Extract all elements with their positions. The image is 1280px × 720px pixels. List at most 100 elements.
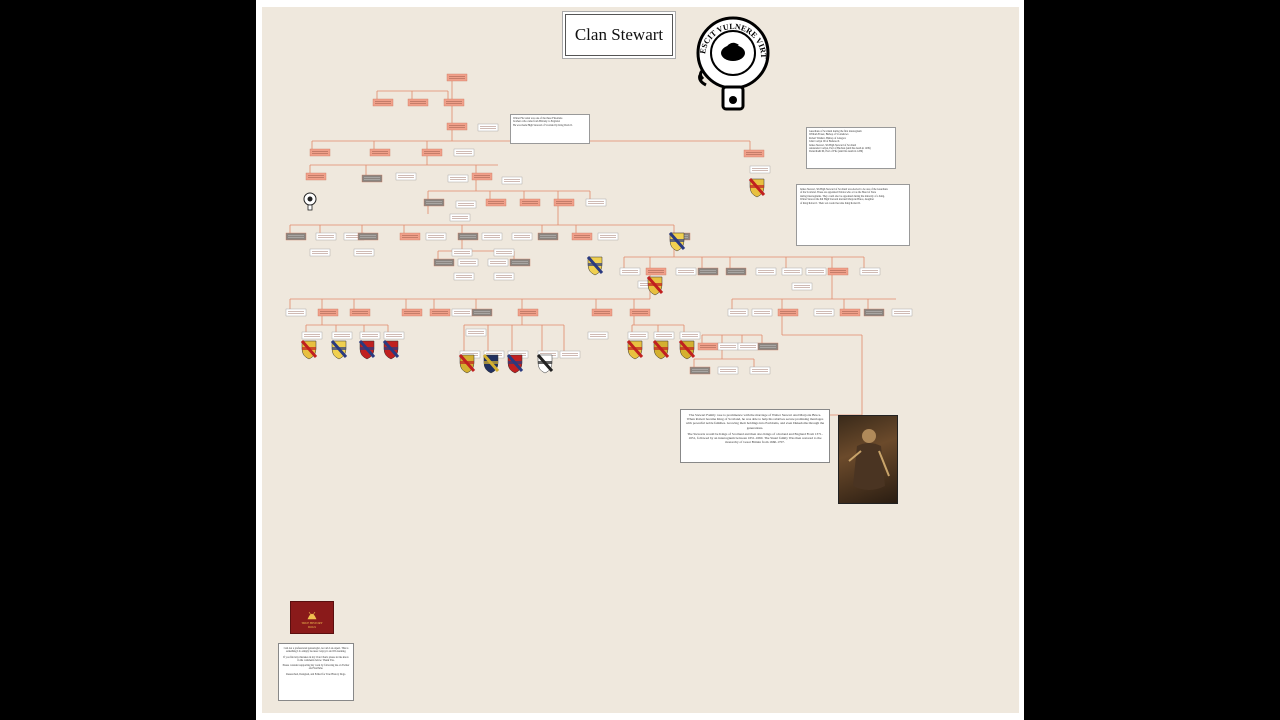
person-box[interactable] [697,267,719,276]
person-box[interactable] [689,366,711,375]
person-box[interactable] [457,258,479,267]
person-box[interactable] [457,232,479,241]
person-box[interactable] [301,331,323,340]
person-box[interactable] [477,123,499,132]
person-box-text-line [398,177,414,178]
person-box[interactable] [285,232,307,241]
person-box[interactable] [537,232,559,241]
person-box[interactable] [407,98,429,107]
person-box[interactable] [443,98,465,107]
person-box[interactable] [453,148,475,157]
person-box-text-line [504,181,520,182]
person-box[interactable] [597,232,619,241]
person-box[interactable] [553,198,575,207]
person-box[interactable] [309,148,331,157]
person-box[interactable] [859,267,881,276]
person-box[interactable] [891,308,913,317]
person-box[interactable] [781,267,803,276]
person-box[interactable] [587,331,609,340]
person-box[interactable] [315,232,337,241]
person-box-text-line [600,237,616,238]
person-box[interactable] [451,248,473,257]
person-box[interactable] [481,232,503,241]
person-box[interactable] [743,149,765,158]
person-box[interactable] [727,308,749,317]
person-box[interactable] [383,331,405,340]
james-note-line: during interregnums. They could also be … [800,194,885,198]
person-box[interactable] [465,328,487,337]
person-box[interactable] [755,267,777,276]
person-box[interactable] [305,172,327,181]
person-box[interactable] [777,308,799,317]
person-box-text-line [450,177,466,178]
person-box[interactable] [791,282,813,291]
person-box[interactable] [425,232,447,241]
person-box[interactable] [585,198,607,207]
person-box[interactable] [399,232,421,241]
person-box[interactable] [421,148,443,157]
person-box[interactable] [517,308,539,317]
person-box[interactable] [372,98,394,107]
person-box[interactable] [645,267,667,276]
person-box[interactable] [627,331,649,340]
person-box-text-line [720,369,736,370]
person-box[interactable] [519,198,541,207]
person-box[interactable] [737,342,759,351]
person-box[interactable] [423,198,445,207]
person-box[interactable] [619,267,641,276]
person-box[interactable] [717,342,739,351]
person-box[interactable] [863,308,885,317]
person-box[interactable] [559,350,581,359]
person-box[interactable] [629,308,651,317]
person-box[interactable] [805,267,827,276]
person-box[interactable] [447,174,469,183]
person-box[interactable] [717,366,739,375]
person-box[interactable] [493,272,515,281]
person-box[interactable] [361,174,383,183]
person-box[interactable] [827,267,849,276]
person-box[interactable] [285,308,307,317]
person-box[interactable] [697,342,719,351]
person-box[interactable] [449,213,471,222]
person-box[interactable] [359,331,381,340]
person-box[interactable] [309,248,331,257]
person-box[interactable] [401,308,423,317]
person-box[interactable] [331,331,353,340]
person-box[interactable] [751,308,773,317]
person-box[interactable] [839,308,861,317]
person-box[interactable] [353,248,375,257]
person-box[interactable] [433,258,455,267]
person-box[interactable] [813,308,835,317]
person-box[interactable] [571,232,593,241]
person-box[interactable] [487,258,509,267]
person-box[interactable] [485,198,507,207]
person-box[interactable] [455,200,477,209]
person-box[interactable] [679,331,701,340]
person-box[interactable] [749,165,771,174]
person-box-text-line [862,270,878,271]
person-box[interactable] [357,232,379,241]
credits-paragraph: Researched, Designed, and Edited for Tru… [286,672,346,676]
person-box[interactable] [653,331,675,340]
person-box[interactable] [451,308,473,317]
person-box[interactable] [493,248,515,257]
person-box[interactable] [453,272,475,281]
person-box[interactable] [317,308,339,317]
person-box[interactable] [446,73,468,82]
person-box[interactable] [471,172,493,181]
person-box[interactable] [429,308,451,317]
person-box[interactable] [446,122,468,131]
person-box[interactable] [591,308,613,317]
person-box[interactable] [757,342,779,351]
person-box[interactable] [349,308,371,317]
person-box[interactable] [509,258,531,267]
person-box[interactable] [369,148,391,157]
person-box[interactable] [725,267,747,276]
person-box[interactable] [471,308,493,317]
person-box[interactable] [395,172,417,181]
person-box[interactable] [675,267,697,276]
person-box[interactable] [749,366,771,375]
person-box[interactable] [501,176,523,185]
person-box-text-line [740,345,756,346]
person-box[interactable] [511,232,533,241]
